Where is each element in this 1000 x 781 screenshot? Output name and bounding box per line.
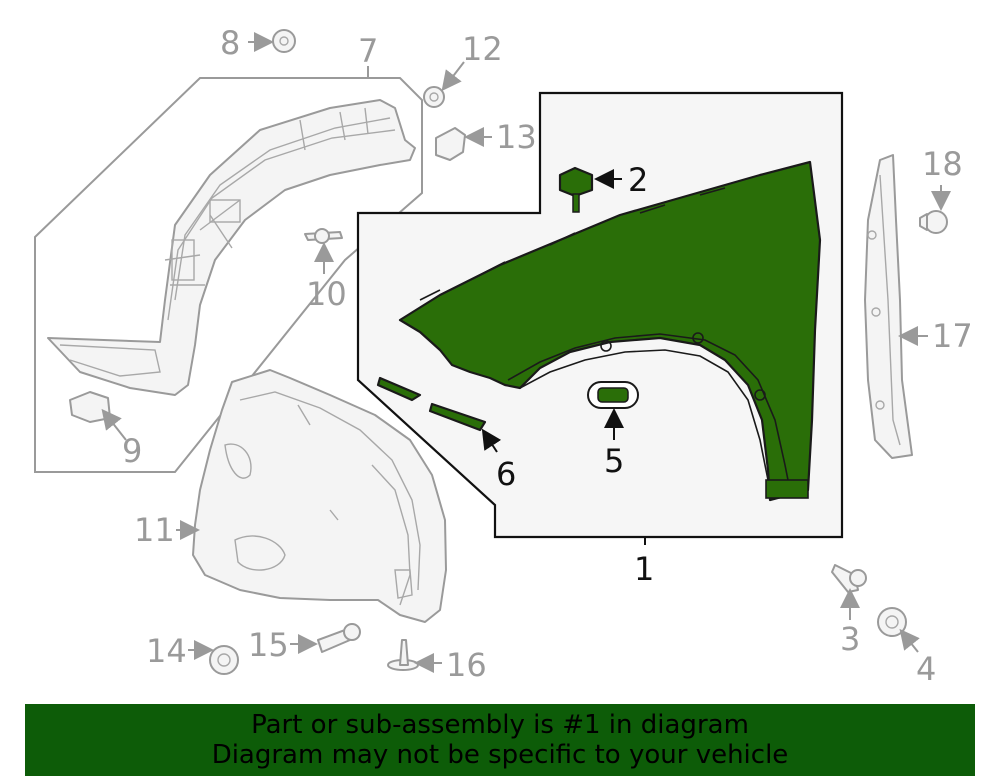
leader-12 xyxy=(441,61,465,92)
grommet-part-5[interactable] xyxy=(587,381,639,409)
fender-part-1[interactable] xyxy=(398,160,822,502)
clip-part-18[interactable] xyxy=(919,210,948,234)
clip-part-13[interactable] xyxy=(435,127,466,161)
leader-6 xyxy=(481,428,502,453)
callout-18: 18 xyxy=(922,145,963,183)
callout-16: 16 xyxy=(446,646,487,684)
clip-part-8[interactable] xyxy=(272,29,296,53)
screw-part-15[interactable] xyxy=(317,623,361,653)
callout-2: 2 xyxy=(628,161,648,199)
nut-part-14[interactable] xyxy=(209,645,239,675)
callout-11: 11 xyxy=(134,511,175,549)
screw-part-3[interactable] xyxy=(831,564,867,593)
leader-4 xyxy=(899,628,920,653)
callout-9: 9 xyxy=(122,432,142,470)
clip-part-12[interactable] xyxy=(423,86,445,108)
banner-line-2: Diagram may not be specific to your vehi… xyxy=(211,740,789,770)
bracket-part-17[interactable] xyxy=(864,154,913,459)
callout-6: 6 xyxy=(496,455,516,493)
callout-13: 13 xyxy=(496,118,537,156)
callout-8: 8 xyxy=(220,24,240,62)
callout-7: 7 xyxy=(358,32,378,70)
rivet-part-16[interactable] xyxy=(387,639,419,671)
callout-3: 3 xyxy=(840,620,860,658)
fender-liner-part-7[interactable] xyxy=(47,99,416,396)
callout-10: 10 xyxy=(306,275,347,313)
nut-part-4[interactable] xyxy=(877,607,907,637)
callout-15: 15 xyxy=(248,626,289,664)
leader-9 xyxy=(101,408,127,441)
pin-part-10[interactable] xyxy=(304,228,343,244)
callout-17: 17 xyxy=(932,317,973,355)
callout-1: 1 xyxy=(634,550,654,588)
callout-12: 12 xyxy=(462,30,503,68)
bolt-part-2[interactable] xyxy=(558,166,594,213)
molding-part-6[interactable] xyxy=(376,376,487,432)
clip-part-9[interactable] xyxy=(69,391,111,423)
callout-4: 4 xyxy=(916,650,936,688)
parts-diagram: 1 2 5 6 3 4 7 8 9 10 11 12 13 14 15 16 1… xyxy=(34,24,973,688)
callout-5: 5 xyxy=(604,442,624,480)
banner-line-1: Part or sub-assembly is #1 in diagram xyxy=(251,710,749,740)
group-box-7 xyxy=(34,77,423,473)
rear-liner-part-11[interactable] xyxy=(192,369,447,623)
callout-14: 14 xyxy=(146,632,187,670)
info-banner: Part or sub-assembly is #1 in diagram Di… xyxy=(25,704,975,776)
